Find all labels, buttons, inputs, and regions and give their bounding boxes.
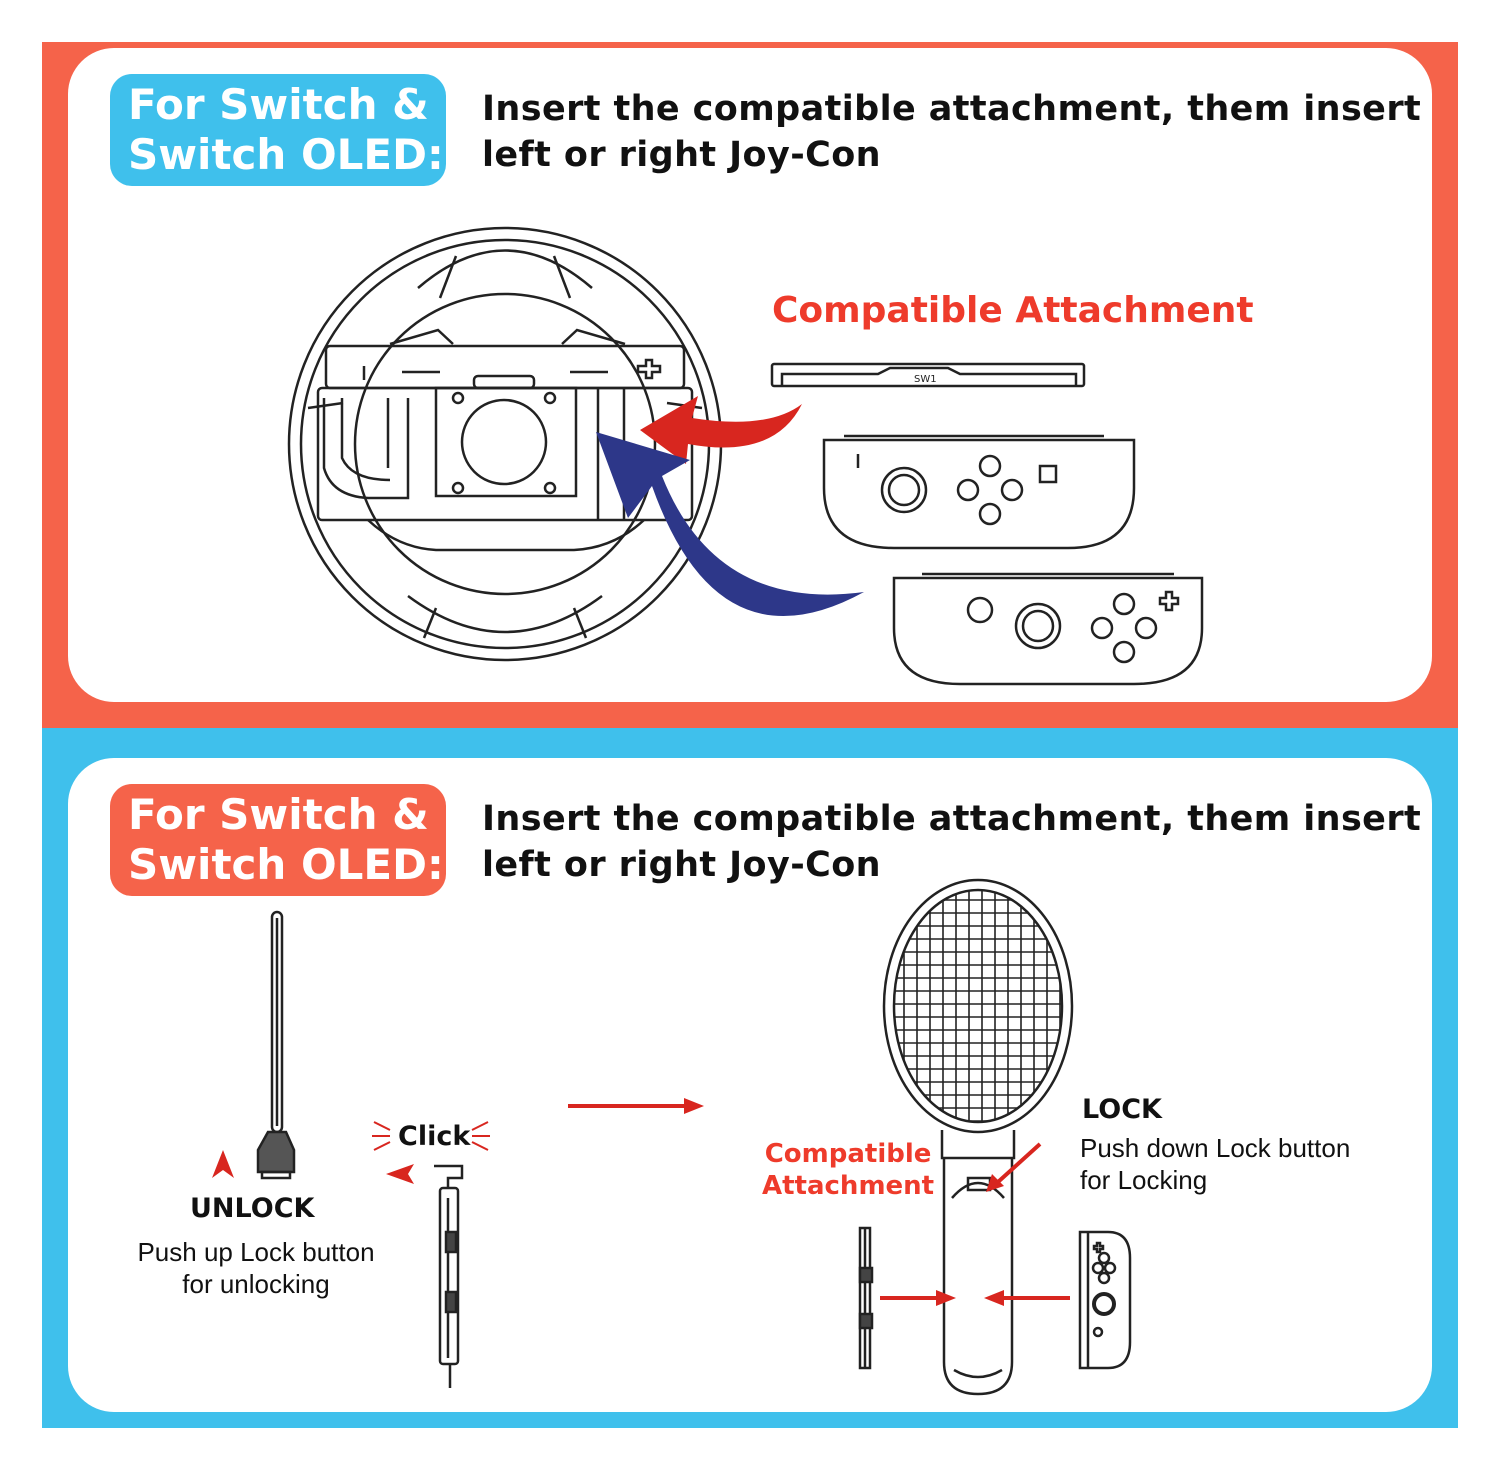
transition-arrow bbox=[568, 1098, 704, 1114]
top-instruction-line-1: Insert the compatible attachment, them i… bbox=[482, 89, 1422, 129]
lock-pointer-arrow bbox=[986, 1142, 1042, 1192]
click-spark-icon bbox=[372, 1121, 490, 1151]
red-insert-arrow bbox=[640, 396, 802, 464]
locked-grip-icon bbox=[434, 1164, 464, 1388]
lock-title: LOCK bbox=[1082, 1094, 1162, 1125]
bottom-badge-line-2: Switch OLED: bbox=[128, 840, 444, 889]
bottom-attachment-label: Compatible Attachment bbox=[762, 1138, 934, 1202]
top-panel: For Switch & Switch OLED: Insert the com… bbox=[42, 42, 1458, 728]
lock-desc-line-2: for Locking bbox=[1080, 1165, 1208, 1195]
click-label: Click bbox=[398, 1121, 471, 1152]
bottom-panel: For Switch & Switch OLED: Insert the com… bbox=[42, 728, 1458, 1428]
top-attachment-label: Compatible Attachment bbox=[772, 290, 1254, 331]
attachment-label-line-2: Attachment bbox=[762, 1171, 935, 1201]
joycon-left-icon bbox=[822, 434, 1136, 550]
bottom-illustration bbox=[212, 878, 1132, 1396]
top-instruction-line-2: left or right Joy-Con bbox=[482, 135, 881, 175]
unlock-desc-line-1: Push up Lock button bbox=[137, 1237, 375, 1267]
bottom-instruction: Insert the compatible attachment, them i… bbox=[482, 796, 1421, 888]
unlock-up-arrow bbox=[212, 1150, 234, 1178]
bottom-instruction-line-1: Insert the compatible attachment, them i… bbox=[482, 799, 1422, 839]
unlock-description: Push up Lock button for unlocking bbox=[126, 1236, 386, 1300]
top-illustration: SW1 bbox=[287, 226, 1204, 686]
top-card: For Switch & Switch OLED: Insert the com… bbox=[68, 48, 1432, 702]
tennis-racket-icon bbox=[882, 878, 1074, 1396]
bottom-card: For Switch & Switch OLED: Insert the com… bbox=[68, 758, 1432, 1412]
top-instruction: Insert the compatible attachment, them i… bbox=[482, 86, 1421, 178]
top-badge-line-2: Switch OLED: bbox=[128, 130, 444, 179]
attachment-strip-icon bbox=[858, 1226, 874, 1370]
attachment-label-line-1: Compatible bbox=[764, 1139, 932, 1169]
grip-handle-icon bbox=[256, 910, 296, 1180]
joycon-right-icon bbox=[892, 572, 1204, 686]
inward-arrows bbox=[880, 1290, 1070, 1306]
joycon-right-vertical-icon bbox=[1078, 1230, 1132, 1370]
bottom-compat-badge: For Switch & Switch OLED: bbox=[110, 784, 446, 896]
unlock-title: UNLOCK bbox=[190, 1193, 315, 1224]
top-compat-badge: For Switch & Switch OLED: bbox=[110, 74, 446, 186]
lock-description: Push down Lock button for Locking bbox=[1080, 1132, 1350, 1196]
steering-wheel-icon bbox=[287, 226, 723, 662]
unlock-desc-line-2: for unlocking bbox=[182, 1269, 330, 1299]
attachment-code: SW1 bbox=[914, 374, 937, 385]
navy-insert-arrow bbox=[596, 432, 864, 617]
bottom-instruction-line-2: left or right Joy-Con bbox=[482, 845, 881, 885]
lock-desc-line-1: Push down Lock button bbox=[1080, 1133, 1351, 1163]
attachment-piece-icon: SW1 bbox=[770, 362, 1086, 388]
click-left-arrow bbox=[386, 1164, 414, 1184]
top-badge-line-1: For Switch & bbox=[128, 80, 429, 129]
bottom-badge-line-1: For Switch & bbox=[128, 790, 429, 839]
